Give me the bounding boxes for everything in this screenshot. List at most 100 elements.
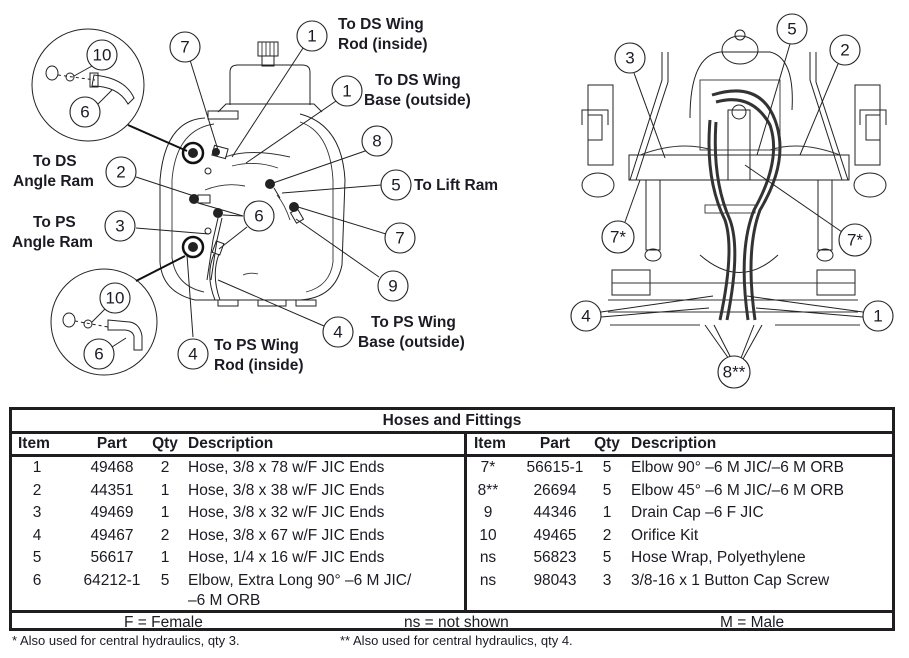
header-description-right: Description [631, 435, 717, 452]
cell-part: 44346 [533, 504, 577, 522]
callout-3: 3 [104, 210, 136, 242]
cell-part: 49467 [90, 526, 134, 544]
cell-qty: 5 [602, 459, 612, 476]
callout-8: 8 [361, 125, 393, 157]
svg-text:4: 4 [581, 307, 590, 326]
callout-1-right: 1 [862, 300, 894, 332]
cell-item: 8** [477, 481, 499, 499]
cell-description: Hose, 3/8 x 32 w/F JIC Ends [188, 504, 385, 522]
svg-text:10: 10 [106, 289, 125, 308]
callout-7-star-left: 7* [601, 220, 635, 254]
cell-description: Elbow, Extra Long 90° –6 M JIC/ [188, 572, 412, 589]
svg-text:3: 3 [625, 49, 634, 68]
callout-3-right: 3 [614, 42, 646, 74]
label-ps-wing-rod-line1: To PS Wing [214, 337, 299, 354]
table-legend-row: F = Female ns = not shown M = Male [12, 610, 892, 634]
cell-description: 3/8-16 x 1 Button Cap Screw [631, 572, 830, 589]
label-ps-wing-rod-line2: Rod (inside) [214, 357, 304, 374]
table-row-continuation: –6 M ORB [12, 590, 892, 613]
header-item-right: Item [474, 435, 506, 452]
table-row: 9 44346 1 Drain Cap –6 F JIC [12, 502, 892, 525]
leader-lines-right [600, 43, 864, 360]
cell-item: ns [479, 549, 497, 567]
table-row: 3 49469 1 Hose, 3/8 x 32 w/F JIC Ends [12, 502, 892, 525]
cell-item: 6 [32, 572, 42, 589]
table-row: 4 49467 2 Hose, 3/8 x 67 w/F JIC Ends [12, 525, 892, 548]
callout-4-right: 4 [570, 300, 602, 332]
label-ps-wing-base-line1: To PS Wing [371, 314, 456, 331]
cell-description: Orifice Kit [631, 526, 699, 544]
svg-text:3: 3 [115, 217, 124, 236]
callout-6-inset-top: 6 [69, 89, 113, 128]
cell-description: Hose, 3/8 x 78 w/F JIC Ends [188, 459, 385, 476]
callout-10-inset-bottom: 10 [91, 282, 131, 323]
callout-6-inset-bottom: 6 [83, 337, 127, 370]
callout-2-right: 2 [829, 34, 861, 66]
table-row: 2 44351 1 Hose, 3/8 x 38 w/F JIC Ends [12, 480, 892, 503]
table-row: 10 49465 2 Orifice Kit [12, 525, 892, 548]
orifice-detail-inset-top [31, 28, 188, 152]
label-ds-wing-base-line1: To DS Wing [375, 72, 461, 89]
cell-description: Hose, 3/8 x 38 w/F JIC Ends [188, 481, 385, 499]
leader-lines-left [135, 44, 387, 338]
cell-qty: 5 [602, 481, 612, 499]
svg-text:5: 5 [391, 176, 400, 195]
cell-description-line2: –6 M ORB [188, 592, 261, 609]
callout-7-star-right: 7* [838, 223, 872, 257]
cell-description: Hose, 3/8 x 67 w/F JIC Ends [188, 526, 385, 544]
callout-8-double-star: 8** [717, 355, 751, 389]
callout-4-ps-wing-rod: 4 [177, 338, 209, 370]
table-row: 1 49468 2 Hose, 3/8 x 78 w/F JIC Ends [12, 457, 892, 480]
svg-text:7*: 7* [610, 228, 626, 247]
cell-part: 98043 [533, 572, 577, 589]
table-row: 6 64212-1 5 Elbow, Extra Long 90° –6 M J… [12, 570, 892, 593]
table-title: Hoses and Fittings [12, 410, 892, 434]
cell-item: 9 [483, 504, 493, 522]
orifice-detail-inset-bottom [50, 255, 186, 376]
cell-description: Elbow 45° –6 M JIC/–6 M ORB [631, 481, 844, 499]
callout-7-right: 7 [384, 222, 416, 254]
svg-text:1: 1 [342, 82, 351, 101]
cell-qty: 5 [602, 549, 612, 567]
table-body: 1 49468 2 Hose, 3/8 x 78 w/F JIC Ends 2 … [12, 457, 892, 610]
table-row: ns 98043 3 3/8-16 x 1 Button Cap Screw [12, 570, 892, 593]
table-header-row: Item Part Qty Description Item Part Qty … [12, 434, 892, 457]
svg-text:2: 2 [840, 41, 849, 60]
svg-text:7: 7 [180, 38, 189, 57]
svg-text:6: 6 [254, 207, 263, 226]
svg-text:4: 4 [188, 345, 197, 364]
callout-7-top: 7 [169, 31, 201, 63]
cell-part: 56823 [533, 549, 577, 567]
callout-2: 2 [105, 156, 137, 188]
callout-5: 5 [380, 169, 412, 201]
header-part-left: Part [96, 435, 128, 452]
cell-description: Hose, 1/4 x 16 w/F JIC Ends [188, 549, 385, 567]
machine-rear-view-illustration [581, 29, 887, 326]
legend-not-shown: ns = not shown [404, 614, 509, 631]
cell-part: 64212-1 [83, 572, 141, 589]
svg-text:8: 8 [372, 132, 381, 151]
table-row: ns 56823 5 Hose Wrap, Polyethylene [12, 547, 892, 570]
column-divider [464, 434, 467, 610]
callout-9: 9 [377, 270, 409, 302]
cell-part: 56617 [90, 549, 134, 567]
svg-text:1: 1 [307, 27, 316, 46]
svg-text:4: 4 [333, 323, 342, 342]
header-qty-left: Qty [152, 435, 178, 452]
label-ds-wing-rod-line2: Rod (inside) [338, 36, 428, 53]
callout-4-ps-wing-base: 4 [322, 316, 354, 348]
cell-qty: 3 [602, 572, 612, 589]
svg-text:5: 5 [787, 20, 796, 39]
cell-description: Hose Wrap, Polyethylene [631, 549, 806, 567]
footnote-double-asterisk: ** Also used for central hydraulics, qty… [340, 633, 573, 648]
label-ps-wing-base-line2: Base (outside) [358, 334, 465, 351]
svg-text:6: 6 [94, 345, 103, 364]
header-part-right: Part [539, 435, 571, 452]
cell-part: 44351 [90, 481, 134, 499]
cell-qty: 2 [160, 526, 170, 544]
callout-1-ds-wing-rod: 1 [296, 20, 328, 52]
label-ds-angle-ram-line1: To DS [33, 153, 77, 170]
cell-item: 1 [32, 459, 42, 476]
cell-item: 7* [480, 459, 496, 476]
svg-text:7*: 7* [847, 231, 863, 250]
